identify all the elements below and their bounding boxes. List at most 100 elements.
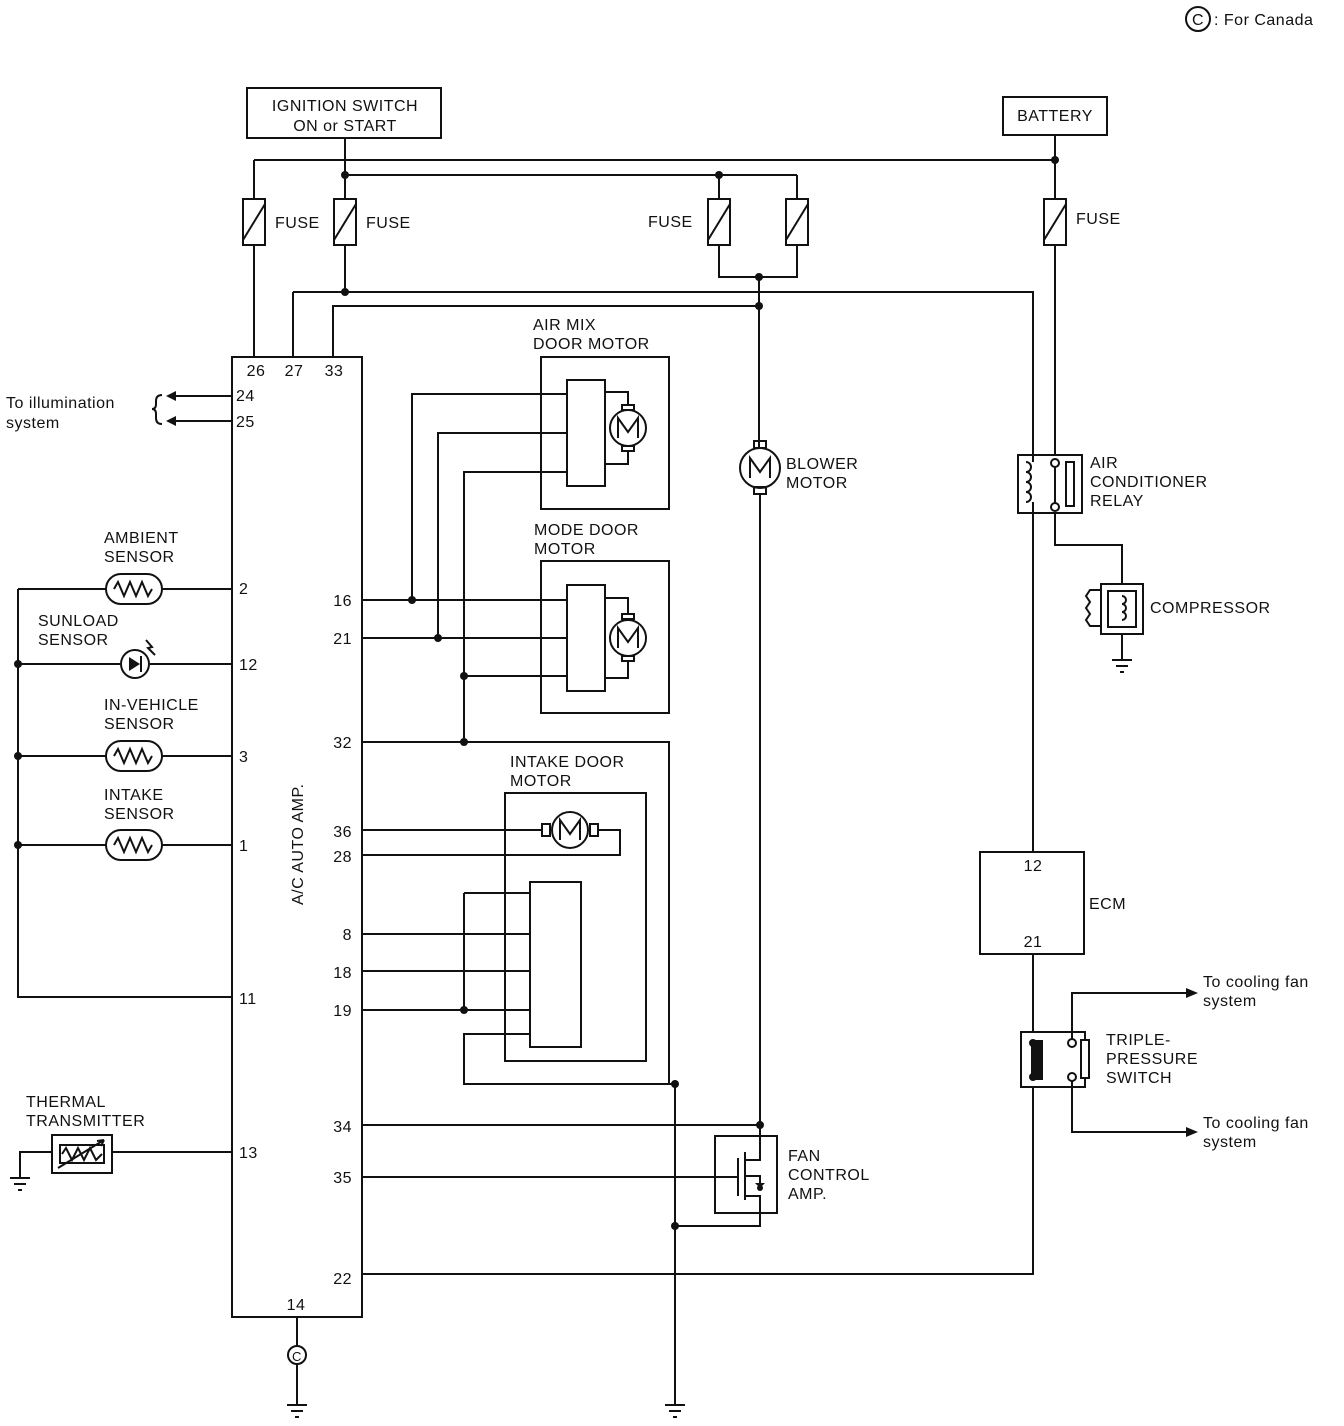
- fuse-3: FUSE: [648, 198, 731, 246]
- illumination-label-1: To illumination: [6, 395, 115, 412]
- fuse-5: FUSE: [1043, 198, 1121, 246]
- thermistor-icon: [105, 573, 163, 605]
- ambient-sensor-label-1: AMBIENT: [104, 530, 179, 547]
- motor-icon: [609, 619, 647, 657]
- pin-3: 3: [239, 749, 248, 766]
- intake-sensor-label-2: SENSOR: [104, 806, 175, 823]
- fuse-2: FUSE: [333, 198, 411, 246]
- pin-22: 22: [333, 1271, 352, 1288]
- intake-sensor: INTAKE SENSOR: [104, 787, 175, 861]
- cooling-fan-1-label-2: system: [1203, 993, 1257, 1010]
- compressor: COMPRESSOR: [1084, 583, 1271, 673]
- fuse-1: FUSE: [242, 198, 320, 246]
- canada-mark: C: [292, 1349, 302, 1364]
- ecm-pin-12: 12: [1024, 858, 1043, 875]
- pin-11: 11: [239, 991, 257, 1008]
- fan-control-amp: FAN CONTROL AMP.: [362, 1121, 870, 1227]
- compressor-label: COMPRESSOR: [1150, 600, 1271, 617]
- photodiode-icon: [129, 657, 140, 671]
- pin-35: 35: [333, 1170, 352, 1187]
- legend-symbol: C: [1192, 12, 1204, 29]
- pin-2: 2: [239, 581, 248, 598]
- cooling-fan-2-label-1: To cooling fan: [1203, 1115, 1309, 1132]
- pin-25: 25: [236, 414, 255, 431]
- amp-ground: C: [287, 1317, 307, 1418]
- fuse-label: FUSE: [366, 215, 411, 232]
- ignition-switch-box: IGNITION SWITCH ON or START: [246, 87, 442, 139]
- in-vehicle-sensor: IN-VEHICLE SENSOR: [104, 697, 199, 772]
- fuse-4: [785, 198, 809, 246]
- legend: C : For Canada: [1185, 6, 1313, 32]
- main-ground: [665, 1080, 685, 1418]
- thermistor-icon: [105, 740, 163, 772]
- sunload-sensor: SUNLOAD SENSOR: [38, 613, 156, 679]
- fan-control-label-1: FAN: [788, 1148, 821, 1165]
- ecm-label: ECM: [1089, 896, 1126, 913]
- pin-1: 1: [239, 838, 248, 855]
- ecm-pin-21: 21: [1024, 934, 1043, 951]
- pin-12: 12: [239, 657, 258, 674]
- ground-icon: [10, 1177, 30, 1191]
- blower-motor-label-2: MOTOR: [786, 475, 848, 492]
- intake-motor-label-2: MOTOR: [510, 773, 572, 790]
- fuse-label: FUSE: [275, 215, 320, 232]
- mode-motor-label-1: MODE DOOR: [534, 522, 639, 539]
- ecm: 12 21 ECM: [979, 513, 1126, 1032]
- pin-18: 18: [333, 965, 352, 982]
- intake-door-motor: INTAKE DOOR MOTOR: [504, 754, 647, 1062]
- intake-sensor-label-1: INTAKE: [104, 787, 164, 804]
- battery-box: BATTERY: [1002, 96, 1108, 136]
- relay-label-2: CONDITIONER: [1090, 474, 1208, 491]
- pressure-switch-icon: [1031, 1040, 1043, 1080]
- pin-33: 33: [325, 363, 344, 380]
- fuse-label: FUSE: [1076, 211, 1121, 228]
- mode-motor-label-2: MOTOR: [534, 541, 596, 558]
- fan-control-label-3: AMP.: [788, 1186, 827, 1203]
- pin-16: 16: [333, 593, 352, 610]
- pin-14: 14: [287, 1297, 306, 1314]
- in-vehicle-sensor-label-2: SENSOR: [104, 716, 175, 733]
- pin-26: 26: [247, 363, 266, 380]
- fan-control-label-2: CONTROL: [788, 1167, 870, 1184]
- thermal-transmitter: THERMAL TRANSMITTER: [10, 1094, 232, 1191]
- relay-label-1: AIR: [1090, 455, 1118, 472]
- ignition-switch-label-1: IGNITION SWITCH: [272, 98, 418, 115]
- sunload-sensor-label-1: SUNLOAD: [38, 613, 119, 630]
- sunload-sensor-label-2: SENSOR: [38, 632, 109, 649]
- motor-icon: [609, 409, 647, 447]
- pin-19: 19: [333, 1003, 352, 1020]
- cooling-fan-2-label-2: system: [1203, 1134, 1257, 1151]
- triple-pressure-switch: TRIPLE- PRESSURE SWITCH To cooling fan s…: [362, 974, 1309, 1275]
- pin-8: 8: [343, 927, 352, 944]
- clutch-coil-icon: [1121, 595, 1127, 621]
- blower-motor: BLOWER MOTOR: [739, 440, 858, 1125]
- relay-coil-icon: [1025, 455, 1034, 513]
- triple-switch-label-1: TRIPLE-: [1106, 1032, 1171, 1049]
- motor-icon: [551, 811, 589, 849]
- pin-28: 28: [333, 849, 352, 866]
- illumination-output: To illumination system: [6, 391, 232, 432]
- ambient-sensor: AMBIENT SENSOR: [104, 530, 179, 605]
- legend-text: : For Canada: [1214, 12, 1313, 29]
- pin-21: 21: [333, 631, 352, 648]
- pin-13: 13: [239, 1145, 258, 1162]
- illumination-label-2: system: [6, 415, 60, 432]
- mode-door-motor: MODE DOOR MOTOR: [534, 522, 670, 714]
- blower-motor-label-1: BLOWER: [786, 456, 858, 473]
- motor-icon: [739, 447, 781, 489]
- sensor-wiring: [14, 588, 232, 998]
- in-vehicle-sensor-label-1: IN-VEHICLE: [104, 697, 199, 714]
- cooling-fan-1-label-1: To cooling fan: [1203, 974, 1309, 991]
- ac-auto-amp: A/C AUTO AMP. 26 27 33 24 25 2 12 3 1 11…: [231, 356, 363, 1318]
- power-wiring: [253, 135, 1056, 455]
- pin-32: 32: [333, 735, 352, 752]
- thermistor-icon: [105, 829, 163, 861]
- triple-switch-label-2: PRESSURE: [1106, 1051, 1198, 1068]
- intake-motor-label-1: INTAKE DOOR: [510, 754, 625, 771]
- canada-mark-icon: [287, 1345, 307, 1365]
- air-mix-motor-label-2: DOOR MOTOR: [533, 336, 650, 353]
- transistor-icon: [737, 1125, 761, 1213]
- ambient-sensor-label-2: SENSOR: [104, 549, 175, 566]
- ground-icon: [665, 1404, 685, 1418]
- pin-34: 34: [333, 1119, 352, 1136]
